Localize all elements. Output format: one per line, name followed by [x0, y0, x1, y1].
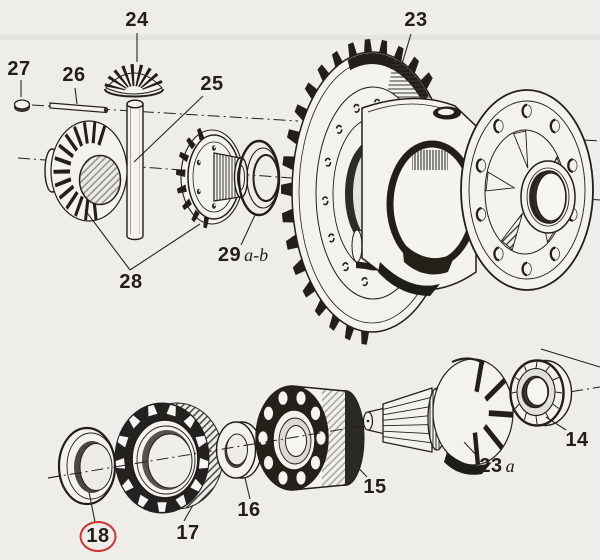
label-16: 16 [237, 499, 261, 521]
label-25: 25 [200, 73, 224, 95]
bevel-pinion-gear-24 [104, 64, 164, 98]
lock-pin-26 [49, 102, 109, 114]
tapered-roller-bearing-17 [114, 402, 224, 514]
bearing-race-18 [57, 426, 117, 506]
label-14: 14 [565, 429, 589, 451]
label-17: 17 [176, 522, 200, 544]
drive-pinion-23a [362, 357, 514, 475]
label-27: 27 [7, 58, 31, 80]
spacer-washer-16 [215, 421, 263, 479]
label-26: 26 [62, 64, 86, 86]
ball-bearing-14 [509, 359, 573, 427]
axis-bottom-overlay [47, 425, 363, 479]
label-18-highlighted: 18 [79, 521, 117, 552]
side-bevel-gear-28 [44, 120, 128, 222]
side-gear-hub-28 [176, 127, 249, 229]
pinion-shaft-25 [126, 99, 144, 241]
label-15: 15 [363, 476, 387, 498]
thrust-rings-29ab [237, 139, 281, 217]
differential-carrier-body [361, 97, 478, 296]
roller-bearing-15 [255, 385, 365, 491]
red-highlight-circle: 18 [79, 521, 117, 552]
lock-washer-27 [13, 99, 31, 112]
label-23: 23 [404, 9, 428, 31]
leader-lines [20, 33, 567, 523]
carrier-flange [460, 89, 594, 291]
label-24: 24 [125, 9, 149, 31]
label-28: 28 [119, 271, 143, 293]
